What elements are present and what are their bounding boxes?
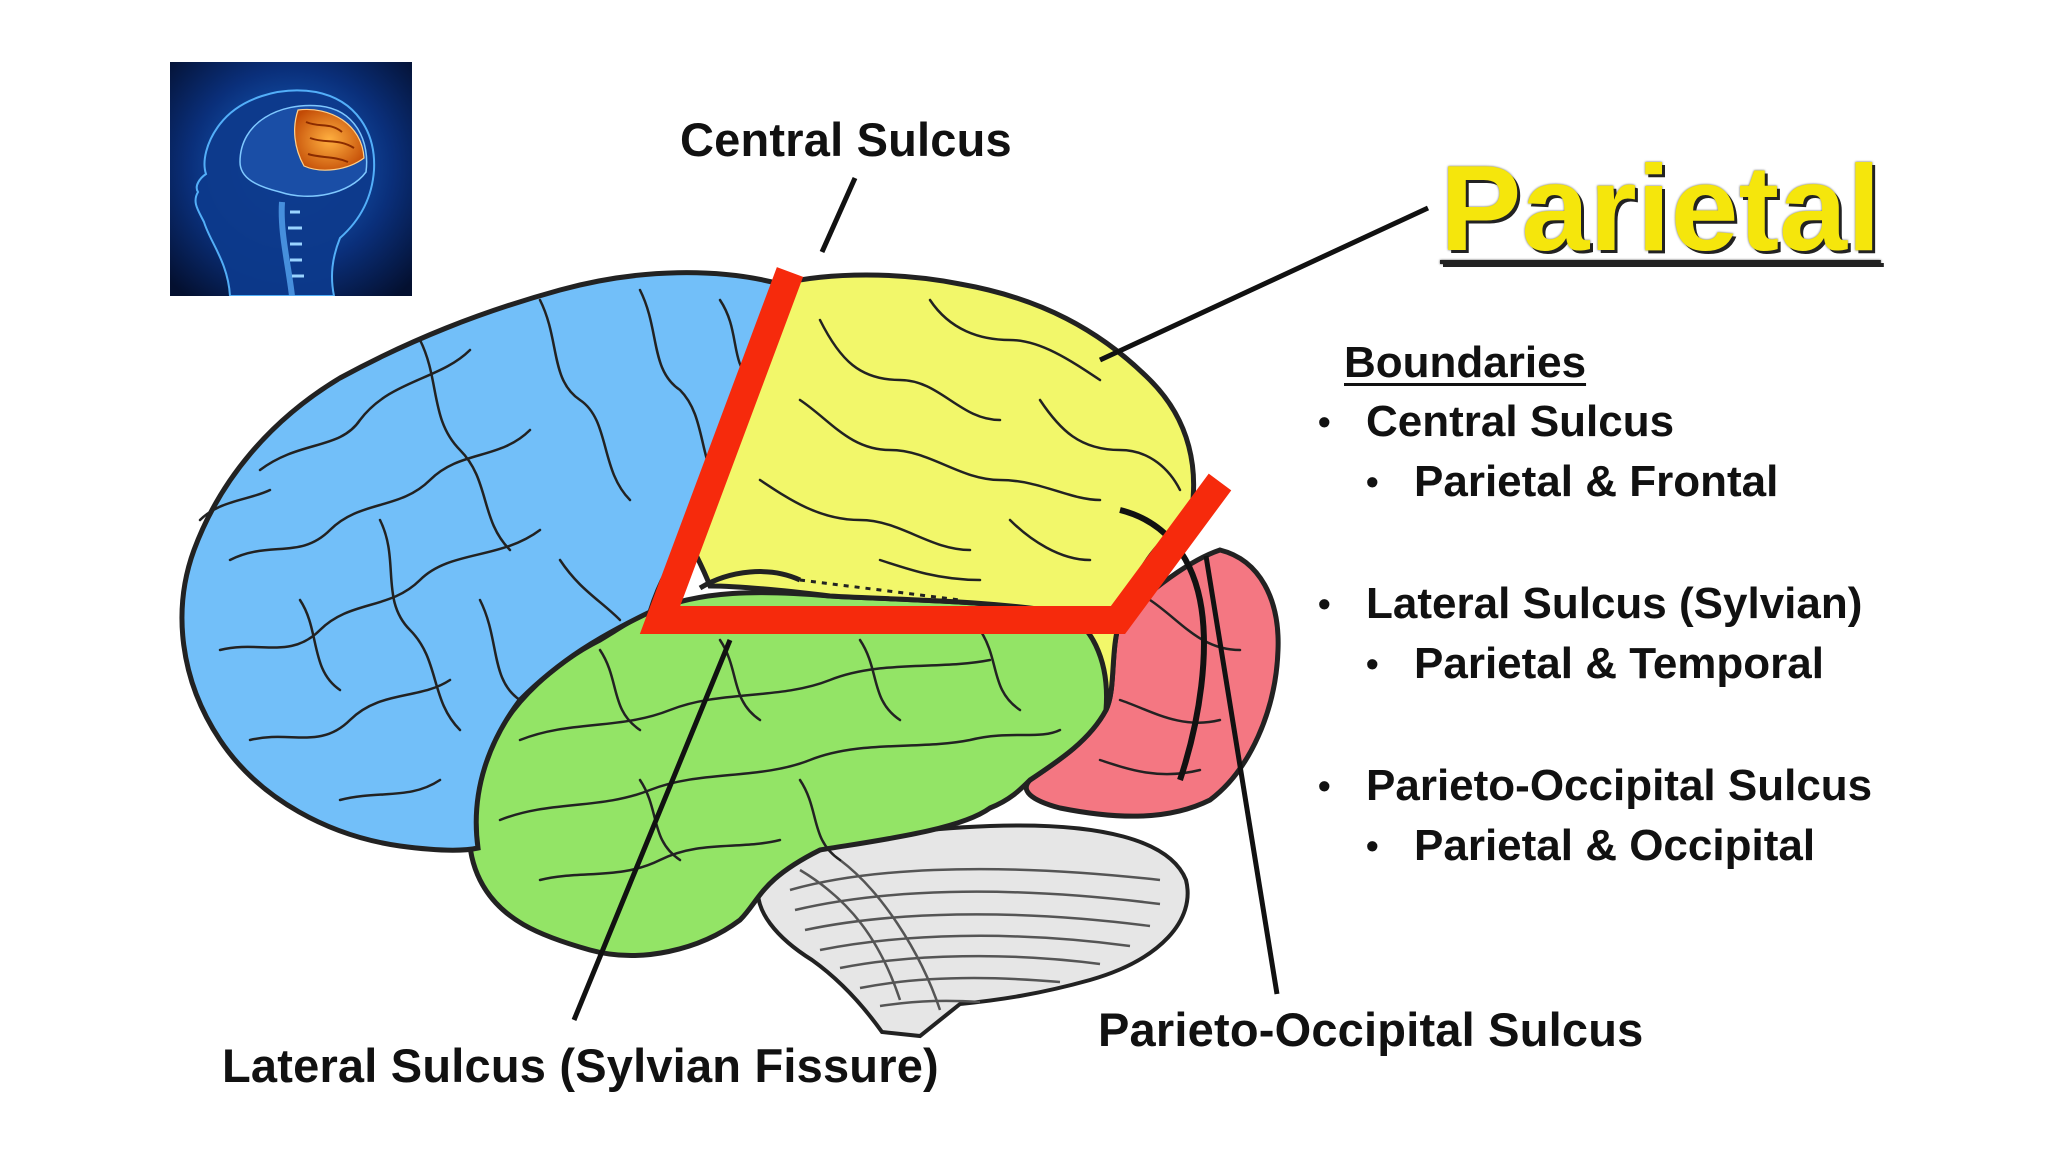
lateral-sulcus-curve	[698, 569, 802, 591]
boundary-sub: Parietal & Frontal	[1414, 457, 1779, 506]
bullet-icon: •	[1318, 401, 1331, 442]
boundary-name: Central Sulcus	[1366, 397, 1675, 446]
parieto-occipital-leader-line	[1203, 555, 1280, 995]
parietal-title-leader-line	[1098, 205, 1430, 363]
bullet-icon: •	[1318, 765, 1331, 806]
boundary-name: Lateral Sulcus (Sylvian)	[1366, 579, 1863, 628]
boundary-sub: Parietal & Temporal	[1414, 639, 1824, 688]
lateral-sulcus-label: Lateral Sulcus (Sylvian Fissure)	[222, 1039, 939, 1092]
parietal-lobe	[687, 272, 1197, 712]
bullet-icon: •	[1366, 461, 1379, 502]
cortex-folds	[198, 288, 1242, 882]
central-sulcus-label: Central Sulcus	[680, 113, 1012, 166]
bullet-icon: •	[1366, 643, 1379, 684]
central-sulcus-leader-line	[819, 176, 858, 254]
boundary-name: Parieto-Occipital Sulcus	[1366, 761, 1873, 810]
cerebellum-folia	[789, 859, 1161, 1011]
boundary-sub: Parietal & Occipital	[1414, 821, 1816, 870]
bullet-icon: •	[1318, 583, 1331, 624]
bullet-icon: •	[1366, 825, 1379, 866]
cerebellum	[756, 823, 1190, 1039]
head-brain-thumbnail-icon	[170, 62, 412, 296]
parietal-boundary-highlight	[639, 267, 1232, 634]
boundaries-list: • Central Sulcus • Parietal & Frontal • Lat…	[1318, 392, 2038, 938]
list-item: • Lateral Sulcus (Sylvian) • Parietal & Te…	[1318, 574, 2038, 694]
lateral-sulcus-dotted-extension	[799, 578, 961, 602]
list-item: • Central Sulcus • Parietal & Frontal	[1318, 392, 2038, 512]
parieto-occipital-sulcus-line	[1119, 507, 1207, 781]
boundaries-heading: Boundaries	[1344, 338, 1587, 387]
list-item: • Parieto-Occipital Sulcus • Parietal & Oc…	[1318, 756, 2038, 876]
lateral-sulcus-leader-line	[571, 639, 733, 1021]
slide-title: Parietal	[1440, 140, 1881, 276]
parieto-occipital-sulcus-label: Parieto-Occipital Sulcus	[1098, 1003, 1644, 1056]
